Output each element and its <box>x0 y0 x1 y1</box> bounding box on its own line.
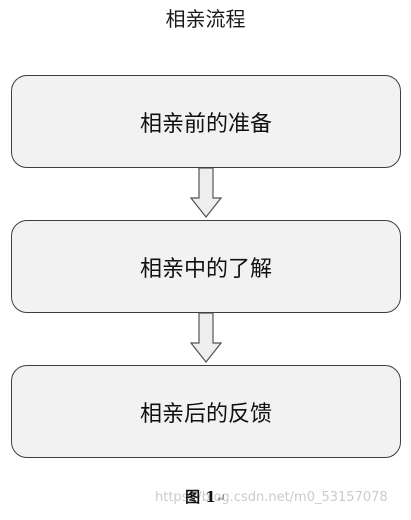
step-box-after: 相亲后的反馈 <box>11 365 401 458</box>
figure-caption-text: 图 1 <box>185 488 216 506</box>
diagram-title: 相亲流程 <box>165 7 246 31</box>
step-box-before: 相亲前的准备 <box>11 75 401 168</box>
figure-caption: 图 1↵ <box>0 487 411 508</box>
return-mark-icon: ↵ <box>215 491 226 505</box>
step-label-before: 相亲前的准备 <box>139 111 272 137</box>
step-box-during: 相亲中的了解 <box>11 220 401 313</box>
step-label-after: 相亲后的反馈 <box>139 401 272 427</box>
watermark: https://blog.csdn.net/m0_53157078 <box>155 490 388 505</box>
down-arrow-icon <box>190 168 222 218</box>
step-label-during: 相亲中的了解 <box>139 256 272 282</box>
down-arrow-icon <box>190 313 222 363</box>
